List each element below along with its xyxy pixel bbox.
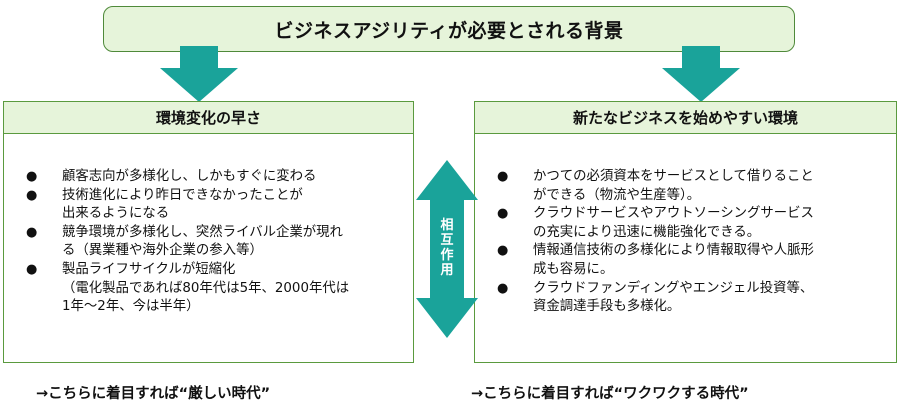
arrow-down-left-icon	[160, 46, 238, 102]
list-item-text: クラウドファンディングやエンジェル投資等、	[533, 280, 814, 296]
right-panel-header: 新たなビジネスを始めやすい環境	[475, 102, 896, 134]
environment-change-panel: 環境変化の早さ ● 顧客志向が多様化し、しかもすぐに変わる ● 技術進化により昨日でき…	[3, 101, 414, 363]
list-item-text: 成も容易に。	[533, 261, 614, 277]
list-item: ● 情報通信技術の多様化により情報取得や人脈形成も容易に。	[497, 242, 893, 279]
list-item-text: 製品ライフサイクルが短縮化	[62, 261, 236, 277]
bullet-icon: ●	[497, 206, 509, 222]
list-item: ● 顧客志向が多様化し、しかもすぐに変わる	[26, 168, 411, 187]
list-item: ● 技術進化により昨日できなかったことが出来るようになる	[26, 187, 411, 224]
list-item: ● 競争環境が多様化し、突然ライバル企業が現れる（異業種や海外企業の参入等）	[26, 224, 411, 261]
list-item-text: 競争環境が多様化し、突然ライバル企業が現れ	[62, 224, 343, 240]
list-item-text: クラウドサービスやアウトソーシングサービス	[533, 206, 814, 222]
list-item-text: 技術進化により昨日できなかったことが	[62, 187, 303, 203]
bullet-icon: ●	[26, 261, 38, 277]
list-item-text: る（異業種や海外企業の参入等）	[62, 243, 263, 259]
bullet-icon: ●	[497, 243, 509, 259]
arrow-down-right-icon	[662, 46, 740, 102]
bullet-icon: ●	[497, 169, 509, 184]
new-business-panel: 新たなビジネスを始めやすい環境 ● かつての必須資本をサービスとして借りることがで…	[474, 101, 897, 363]
diagram-title: ビジネスアジリティが必要とされる背景	[274, 19, 624, 42]
left-bullet-list: ● 顧客志向が多様化し、しかもすぐに変わる ● 技術進化により昨日できなかったことが出…	[26, 168, 411, 317]
left-panel-header: 環境変化の早さ	[4, 102, 413, 134]
right-footer: →こちらに着目すれば“ワクワクする時代”	[471, 386, 749, 402]
list-item-text: 資金調達手段も多様化。	[533, 299, 681, 315]
list-item-text: の充実により迅速に機能強化できる。	[533, 224, 761, 240]
list-item-text: かつての必須資本をサービスとして借りること	[533, 169, 814, 184]
title-box: ビジネスアジリティが必要とされる背景	[103, 6, 795, 52]
bullet-icon: ●	[26, 169, 38, 184]
list-item: ● クラウドサービスやアウトソーシングサービスの充実により迅速に機能強化できる。	[497, 205, 893, 242]
right-bullet-list: ● かつての必須資本をサービスとして借りることができる（物流や生産等）。 ● クラウド…	[497, 168, 893, 317]
list-item-text: 情報通信技術の多様化により情報取得や人脈形	[533, 243, 814, 259]
list-item-text: 1年～2年、今は半年）	[62, 299, 200, 315]
bullet-icon: ●	[26, 224, 38, 240]
list-item-text: （電化製品であれば80年代は5年、2000年代は	[62, 280, 350, 296]
bullet-icon: ●	[26, 187, 38, 203]
bullet-icon: ●	[497, 280, 509, 296]
list-item: ● かつての必須資本をサービスとして借りることができる（物流や生産等）。	[497, 168, 893, 205]
bidirectional-arrow-icon	[416, 160, 478, 338]
list-item: ● 製品ライフサイクルが短縮化 （電化製品であれば80年代は5年、2000年代は 1年…	[26, 261, 411, 317]
list-item: ● クラウドファンディングやエンジェル投資等、資金調達手段も多様化。	[497, 280, 893, 317]
interaction-label: 相互作用	[440, 218, 454, 278]
list-item-text: ができる（物流や生産等）。	[533, 187, 701, 203]
left-footer: →こちらに着目すれば“厳しい時代”	[36, 386, 271, 402]
list-item-text: 顧客志向が多様化し、しかもすぐに変わる	[62, 169, 317, 184]
list-item-text: 出来るようになる	[62, 206, 170, 222]
